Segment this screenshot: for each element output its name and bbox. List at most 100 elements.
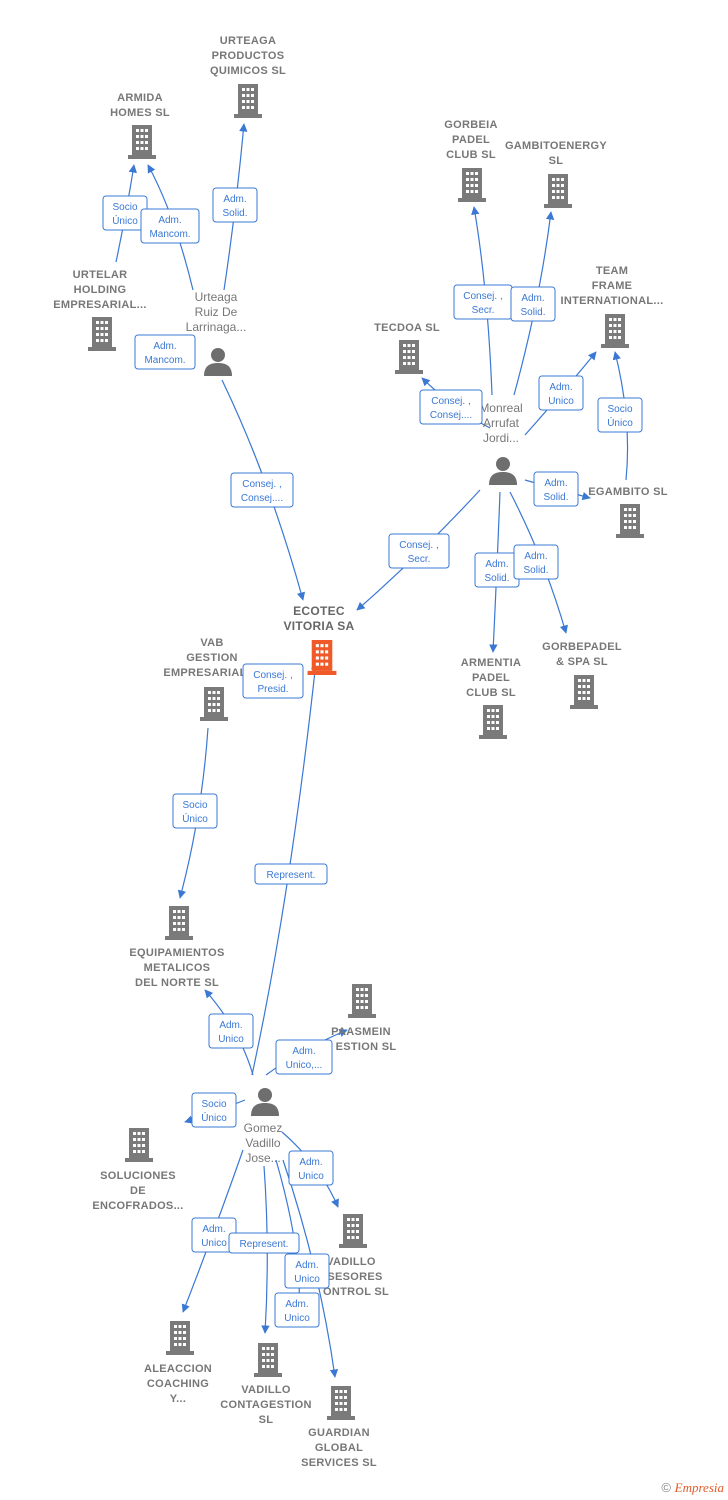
node-label: COACHING	[147, 1378, 209, 1390]
edge-label-text: Adm.	[158, 215, 181, 226]
edge-label-text: Mancom.	[144, 355, 185, 366]
edge-label-box	[242, 663, 304, 699]
edge-label[interactable]: Adm. Unico	[274, 1292, 320, 1328]
edge-label[interactable]: Socio Único	[191, 1092, 237, 1128]
node-gomez-person[interactable]: Gomez Vadillo Jose...	[244, 1088, 283, 1165]
node-aleaccion-coaching[interactable]: ALEACCION COACHING Y...	[144, 1321, 212, 1405]
edge-label-box	[191, 1092, 237, 1128]
person-icon	[251, 1088, 279, 1116]
edge-label-box	[230, 472, 294, 508]
node-label: URTEAGA	[220, 35, 277, 47]
edge-label-box	[419, 389, 483, 425]
edge-label[interactable]: Socio Único	[172, 793, 218, 829]
node-soluciones-encofrados[interactable]: SOLUCIONES DE ENCOFRADOS...	[92, 1128, 183, 1212]
edge-label-text: Unico	[284, 1313, 310, 1324]
edge-label-text: Socio	[201, 1099, 226, 1110]
node-urteaga-person[interactable]: Urteaga Ruiz De Larrinaga...	[186, 290, 247, 376]
edge-label-text: Consej. ,	[463, 291, 502, 302]
node-label: GLOBAL	[315, 1442, 363, 1454]
edge-label-box	[172, 793, 218, 829]
node-urteaga-productos[interactable]: URTEAGA PRODUCTOS QUIMICOS SL	[210, 35, 286, 118]
edge-label[interactable]: Adm. Solid.	[510, 286, 556, 322]
edge-label-text: Adm.	[549, 382, 572, 393]
edge-label[interactable]: Consej. , Secr.	[453, 284, 513, 320]
edge-label[interactable]: Adm. Unico	[538, 375, 584, 411]
edge-label-text: Único	[201, 1111, 227, 1124]
edge-label[interactable]: Adm. Unico	[191, 1217, 237, 1253]
node-urtelar-holding[interactable]: URTELAR HOLDING EMPRESARIAL...	[53, 269, 146, 351]
edge-label-box	[140, 208, 200, 244]
edge-label-text: Adm.	[202, 1224, 225, 1235]
edge-label[interactable]: Socio Único	[597, 397, 643, 433]
building-icon	[166, 1321, 194, 1355]
edge-label-text: Único	[607, 416, 633, 429]
node-vadillo-asesores[interactable]: VADILLO SESORES ONTROL SL	[323, 1214, 389, 1298]
node-label: GAMBITOENERGY	[505, 140, 607, 152]
node-vab-gestion[interactable]: VAB GESTION EMPRESARIAL	[163, 637, 246, 721]
node-vadillo-contagestion[interactable]: VADILLO CONTAGESTION SL	[220, 1343, 311, 1426]
building-icon	[348, 984, 376, 1018]
edge-label[interactable]: Adm. Unico	[284, 1253, 330, 1289]
edge-label[interactable]: Adm. Unico,...	[275, 1039, 333, 1075]
edge-label-text: Adm.	[524, 551, 547, 562]
edge-label-box	[134, 334, 196, 370]
edge-label[interactable]: Adm. Solid.	[474, 552, 520, 588]
edge-label-text: Represent.	[240, 1239, 289, 1250]
edge-label-text: Adm.	[544, 478, 567, 489]
node-monreal-person[interactable]: Monreal Arrufat Jordi...	[479, 401, 523, 485]
building-icon	[570, 675, 598, 709]
edge-label-text: Represent.	[267, 870, 316, 881]
node-label: INTERNATIONAL...	[561, 295, 664, 307]
edge-label[interactable]: Adm. Mancom.	[134, 334, 196, 370]
node-label: PRODUCTOS	[212, 50, 285, 62]
edge-label-text: Secr.	[472, 305, 495, 316]
edge-label[interactable]: Adm. Solid.	[212, 187, 258, 223]
edge-label-text: Socio	[112, 202, 137, 213]
edge-label-box	[274, 1292, 320, 1328]
edge-label[interactable]: Consej. , Consej....	[230, 472, 294, 508]
edge-label-text: Adm.	[295, 1260, 318, 1271]
edge-label-text: Adm.	[521, 293, 544, 304]
edge-label-text: Consej....	[241, 493, 283, 504]
node-label: GUARDIAN	[308, 1427, 370, 1439]
node-ecotec-vitoria[interactable]: ECOTEC VITORIA SA	[283, 604, 354, 675]
node-gorbeia-padel[interactable]: GORBEIA PADEL CLUB SL	[444, 119, 497, 202]
node-equipamientos[interactable]: EQUIPAMIENTOS METALICOS DEL NORTE SL	[129, 906, 224, 989]
edge-label[interactable]: Adm. Unico	[288, 1150, 334, 1186]
edge-label[interactable]: Socio Único	[102, 195, 148, 231]
edge-label[interactable]: Adm. Unico	[208, 1013, 254, 1049]
edge-label-text: Solid.	[484, 573, 509, 584]
edge-label[interactable]: Represent.	[254, 863, 328, 885]
node-gambitoenergy[interactable]: GAMBITOENERGY SL	[505, 140, 607, 208]
node-label: SERVICES SL	[301, 1457, 377, 1469]
edge-label[interactable]: Consej. , Consej....	[419, 389, 483, 425]
edge-label-text: Solid.	[543, 492, 568, 503]
edge-label-box	[275, 1039, 333, 1075]
edge-label[interactable]: Adm. Mancom.	[140, 208, 200, 244]
brand-logo[interactable]: Empresia	[674, 1480, 724, 1495]
node-label: TEAM	[596, 265, 628, 277]
building-icon	[395, 340, 423, 374]
edge-label[interactable]: Represent.	[228, 1232, 300, 1254]
node-paasmein[interactable]: PAASMEIN ESTION SL	[331, 984, 396, 1053]
node-armida-homes[interactable]: ARMIDA HOMES SL	[110, 92, 170, 159]
node-guardian-global[interactable]: GUARDIAN GLOBAL SERVICES SL	[301, 1386, 377, 1469]
node-gorbepadel[interactable]: GORBEPADEL & SPA SL	[542, 641, 622, 709]
person-label: Vadillo	[245, 1136, 280, 1150]
edge-label[interactable]: Adm. Solid.	[513, 544, 559, 580]
node-label: METALICOS	[144, 962, 211, 974]
edge-label[interactable]: Consej. , Secr.	[388, 533, 450, 569]
person-label: Ruiz De	[195, 305, 238, 319]
node-egambito[interactable]: EGAMBITO SL	[588, 486, 668, 538]
node-armentia-padel[interactable]: ARMENTIA PADEL CLUB SL	[461, 657, 521, 739]
edge-label[interactable]: Adm. Solid.	[533, 471, 579, 507]
node-label: ESTION SL	[336, 1041, 397, 1053]
node-tecdoa[interactable]: TECDOA SL	[374, 322, 440, 374]
building-icon	[128, 125, 156, 159]
node-label: CLUB SL	[446, 149, 496, 161]
edge-label[interactable]: Consej. , Presid.	[242, 663, 304, 699]
building-icon	[601, 314, 629, 348]
node-label: VADILLO	[241, 1384, 291, 1396]
node-team-frame[interactable]: TEAM FRAME INTERNATIONAL...	[561, 265, 664, 348]
node-label: ENCOFRADOS...	[92, 1200, 183, 1212]
